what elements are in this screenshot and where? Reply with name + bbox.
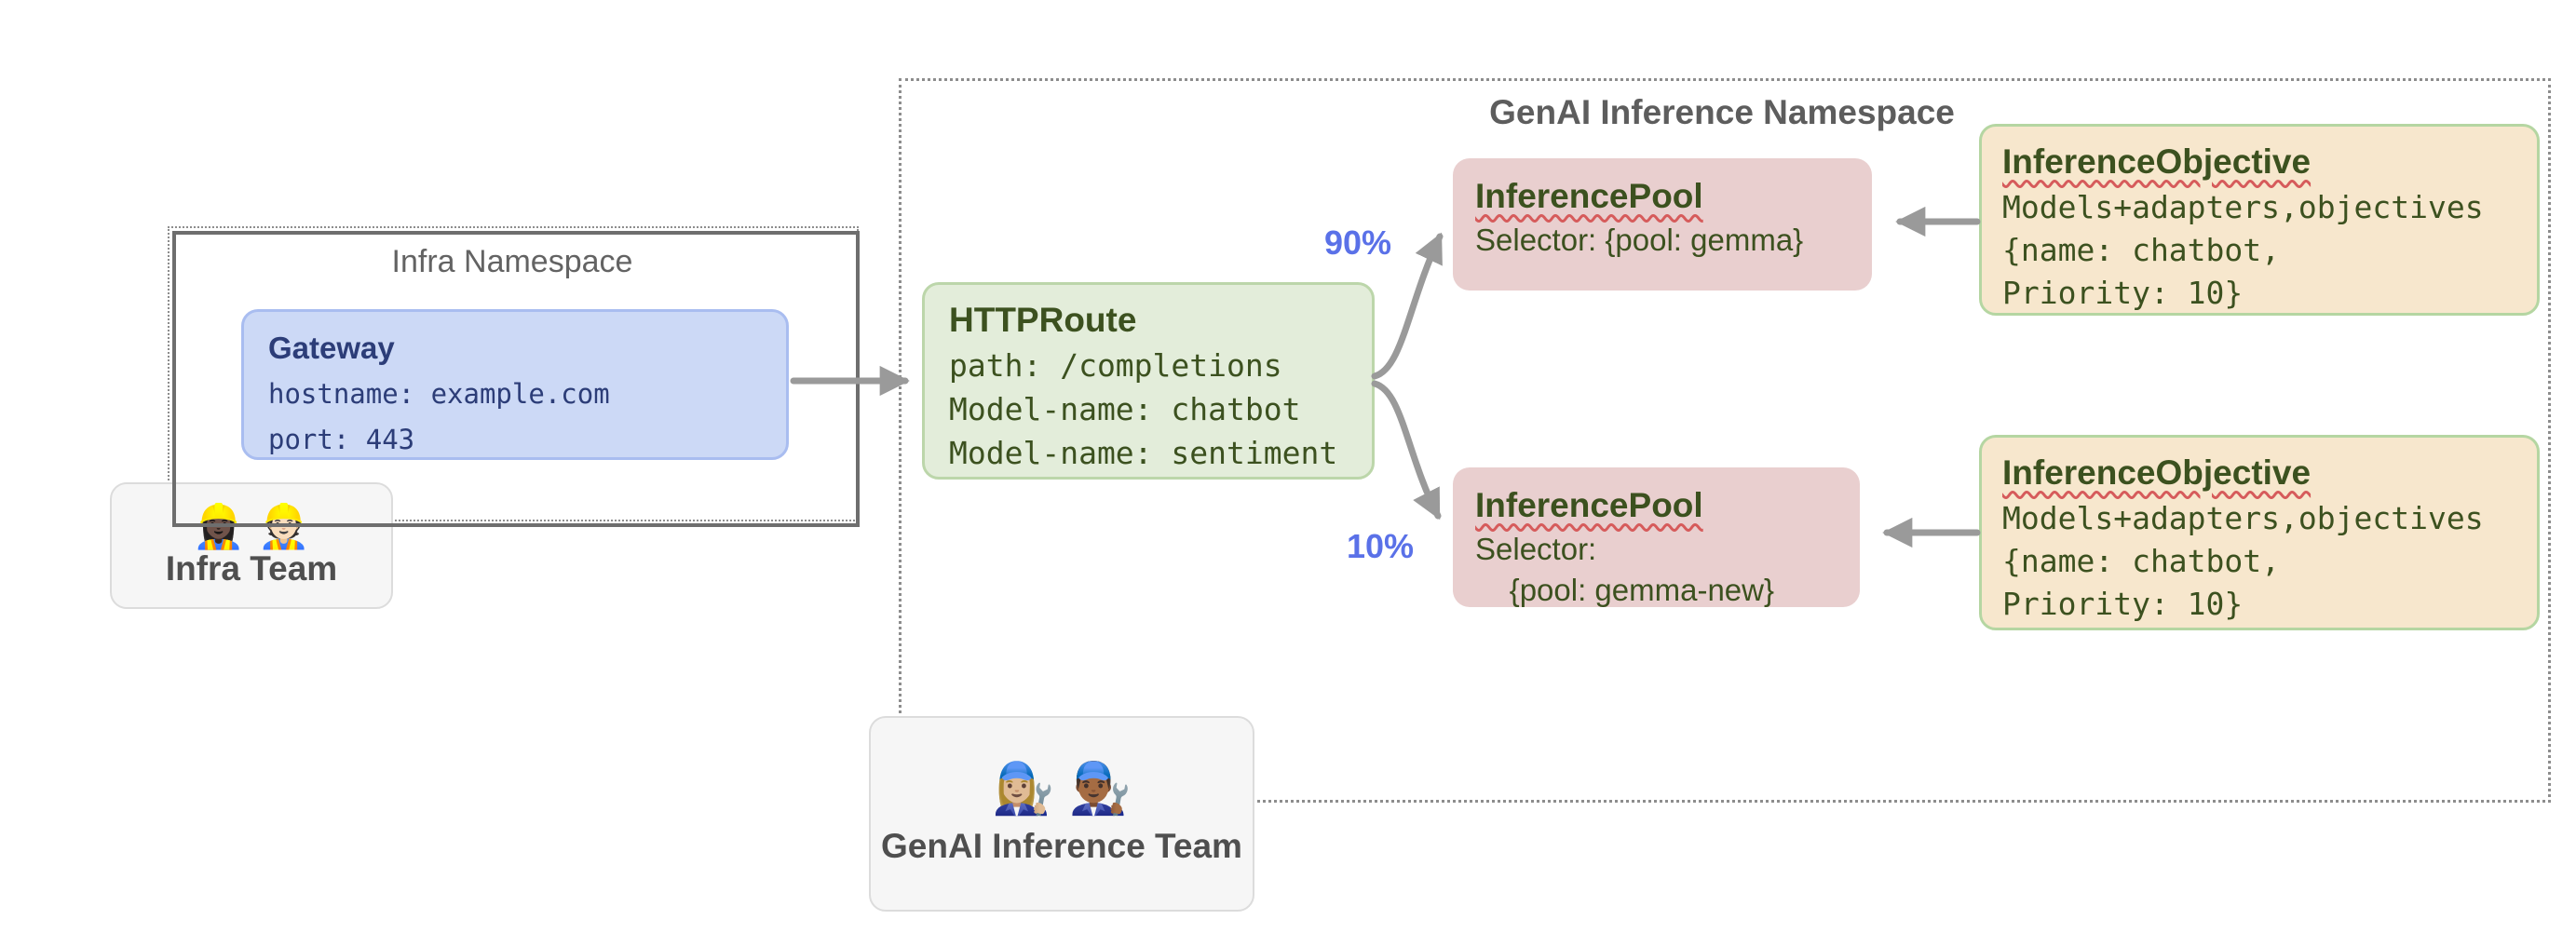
objective-name-line: {name: chatbot, [2002, 232, 2281, 268]
gateway-card: Gateway hostname: example.com port: 443 [241, 309, 789, 460]
httproute-model-1: Model-name: chatbot [949, 391, 1301, 427]
construction-worker-emojis: 👷🏿‍♀️ 👷🏻 [192, 501, 311, 550]
traffic-weight-90: 90% [1324, 223, 1392, 262]
genai-team-chip: 👩🏼‍🔧 👨🏾‍🔧 GenAI Inference Team [869, 716, 1254, 912]
inference-objective-card-bottom: InferenceObjective Models+adapters,objec… [1979, 435, 2540, 630]
inference-pool-title-text: InferencePool [1475, 486, 1703, 524]
inference-pool-gemma-card: InferencePool Selector: {pool: gemma} [1453, 158, 1872, 291]
genai-team-label: GenAI Inference Team [881, 826, 1242, 865]
inference-pool-selector-value: {pool: gemma-new} [1475, 573, 1775, 607]
gateway-hostname: hostname: example.com [268, 378, 610, 410]
inference-objective-title: InferenceObjective [2002, 449, 2516, 497]
objective-name-line: {name: chatbot, [2002, 543, 2281, 579]
inference-pool-title: InferencePool [1475, 482, 1837, 529]
infra-team-label: Infra Team [165, 549, 338, 588]
mechanic-emojis: 👩🏼‍🔧 👨🏾‍🔧 [992, 761, 1132, 818]
objective-priority-line: Priority: 10} [2002, 586, 2244, 622]
inference-objective-card-top: InferenceObjective Models+adapters,objec… [1979, 124, 2540, 316]
httproute-path: path: /completions [949, 347, 1282, 384]
traffic-weight-10: 10% [1347, 527, 1415, 565]
inference-pool-title: InferencePool [1475, 173, 1850, 220]
genai-namespace-title: GenAI Inference Namespace [1489, 93, 1955, 131]
inference-objective-title: InferenceObjective [2002, 138, 2516, 186]
objective-models-line: Models+adapters,objectives [2002, 189, 2484, 225]
inference-pool-selector: Selector: [1475, 532, 1597, 566]
inference-pool-gemma-new-card: InferencePool Selector: {pool: gemma-new… [1453, 467, 1860, 607]
gateway-port: port: 443 [268, 424, 415, 455]
gateway-title: Gateway [268, 331, 395, 365]
httproute-card: HTTPRoute path: /completions Model-name:… [922, 282, 1375, 480]
genai-namespace-boundary [899, 78, 2551, 803]
inference-objective-title-text: InferenceObjective [2002, 453, 2312, 492]
infra-namespace-title: Infra Namespace [391, 244, 633, 279]
objective-models-line: Models+adapters,objectives [2002, 500, 2484, 536]
inference-objective-title-text: InferenceObjective [2002, 142, 2312, 181]
infra-team-chip: 👷🏿‍♀️ 👷🏻 Infra Team [110, 482, 393, 609]
inference-pool-selector: Selector: {pool: gemma} [1475, 223, 1804, 257]
inference-pool-title-text: InferencePool [1475, 177, 1703, 215]
httproute-model-2: Model-name: sentiment [949, 435, 1338, 471]
httproute-title: HTTPRoute [949, 301, 1137, 339]
objective-priority-line: Priority: 10} [2002, 275, 2244, 311]
